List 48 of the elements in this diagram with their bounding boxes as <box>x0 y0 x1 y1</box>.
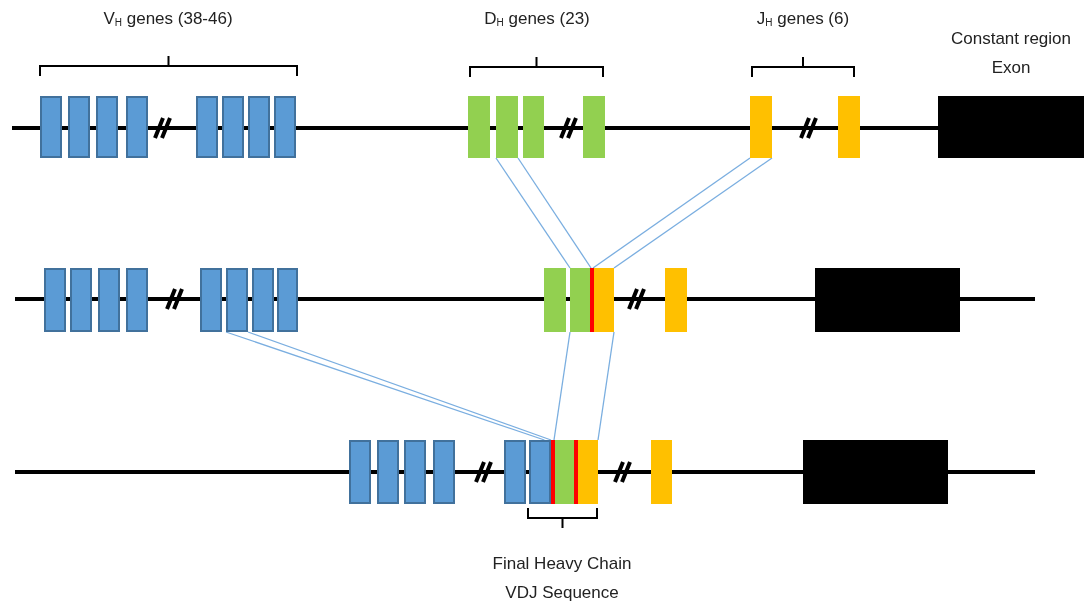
d-gene-segment <box>523 96 544 158</box>
d-gene-segment <box>570 268 591 332</box>
j-gene-segment <box>750 96 772 158</box>
v-gene-segment <box>196 96 218 158</box>
j-gene-segment <box>665 268 687 332</box>
mapping-line <box>592 157 751 269</box>
d-gene-segment <box>544 268 566 332</box>
gene-label: Final Heavy Chain VDJ Sequence <box>491 553 633 604</box>
d-gene-segment <box>468 96 490 158</box>
v-gene-segment <box>40 96 62 158</box>
mapping-line <box>517 157 592 269</box>
v-gene-segment <box>98 268 120 332</box>
v-gene-segment <box>248 96 270 158</box>
v-gene-segment <box>44 268 66 332</box>
v-gene-segment <box>70 268 92 332</box>
v-gene-segment <box>226 268 248 332</box>
v-gene-segment <box>529 440 551 504</box>
gene-label: Constant region Exon <box>950 28 1072 79</box>
j-gene-segment <box>651 440 672 504</box>
v-gene-segment <box>504 440 526 504</box>
gene-label: D$_{H}$ genes (23) <box>484 8 590 30</box>
gene-label: V$_{H}$ genes (38-46) <box>103 8 233 30</box>
v-gene-segment <box>349 440 371 504</box>
v-gene-segment <box>377 440 399 504</box>
j-gene-segment <box>838 96 860 158</box>
j-gene-segment <box>593 268 614 332</box>
v-gene-segment <box>252 268 274 332</box>
v-gene-segment <box>222 96 244 158</box>
v-gene-segment <box>200 268 222 332</box>
constant-region-exon <box>815 268 960 332</box>
v-gene-segment <box>96 96 118 158</box>
constant-region-exon <box>938 96 1084 158</box>
v-gene-segment <box>126 268 148 332</box>
constant-region-exon <box>803 440 948 504</box>
v-gene-segment <box>274 96 296 158</box>
mapping-line <box>495 157 571 269</box>
v-gene-segment <box>404 440 426 504</box>
v-gene-segment <box>126 96 148 158</box>
d-gene-segment <box>496 96 518 158</box>
mapping-line <box>553 331 571 441</box>
gene-label: J$_{H}$ genes (6) <box>756 8 850 30</box>
v-gene-segment <box>277 268 298 332</box>
v-gene-segment <box>68 96 90 158</box>
mapping-line <box>613 157 773 269</box>
j-gene-segment <box>577 440 598 504</box>
v-gene-segment <box>433 440 455 504</box>
mapping-line <box>597 331 615 441</box>
d-gene-segment <box>583 96 605 158</box>
